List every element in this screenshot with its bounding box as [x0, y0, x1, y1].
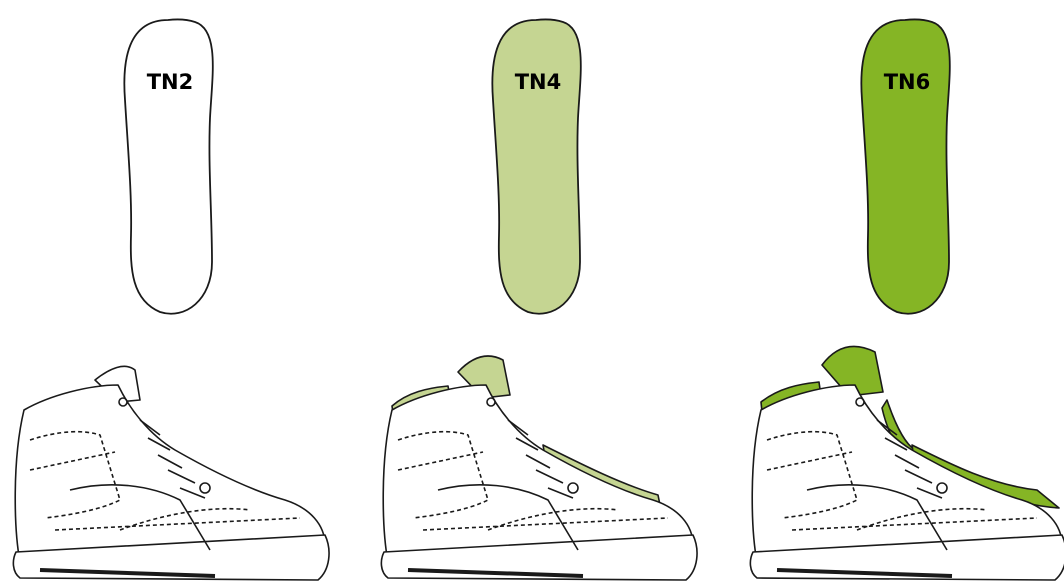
variant-label: TN6 — [884, 70, 931, 94]
insole-icon: TN4 — [368, 0, 708, 330]
insole-icon: TN6 — [737, 0, 1064, 330]
variant-column-tn2: TN2 — [0, 0, 340, 585]
variant-label: TN2 — [147, 70, 194, 94]
insole-shape — [124, 19, 212, 313]
sneaker-icon — [737, 340, 1064, 585]
insole-icon: TN2 — [0, 0, 340, 330]
variant-column-tn4: TN4 — [368, 0, 708, 585]
variant-label: TN4 — [515, 70, 562, 94]
variant-column-tn6: TN6 — [737, 0, 1064, 585]
insole-shape — [861, 19, 949, 313]
insole-shape — [492, 19, 580, 313]
sneaker-icon — [368, 340, 708, 585]
sneaker-icon — [0, 340, 340, 585]
